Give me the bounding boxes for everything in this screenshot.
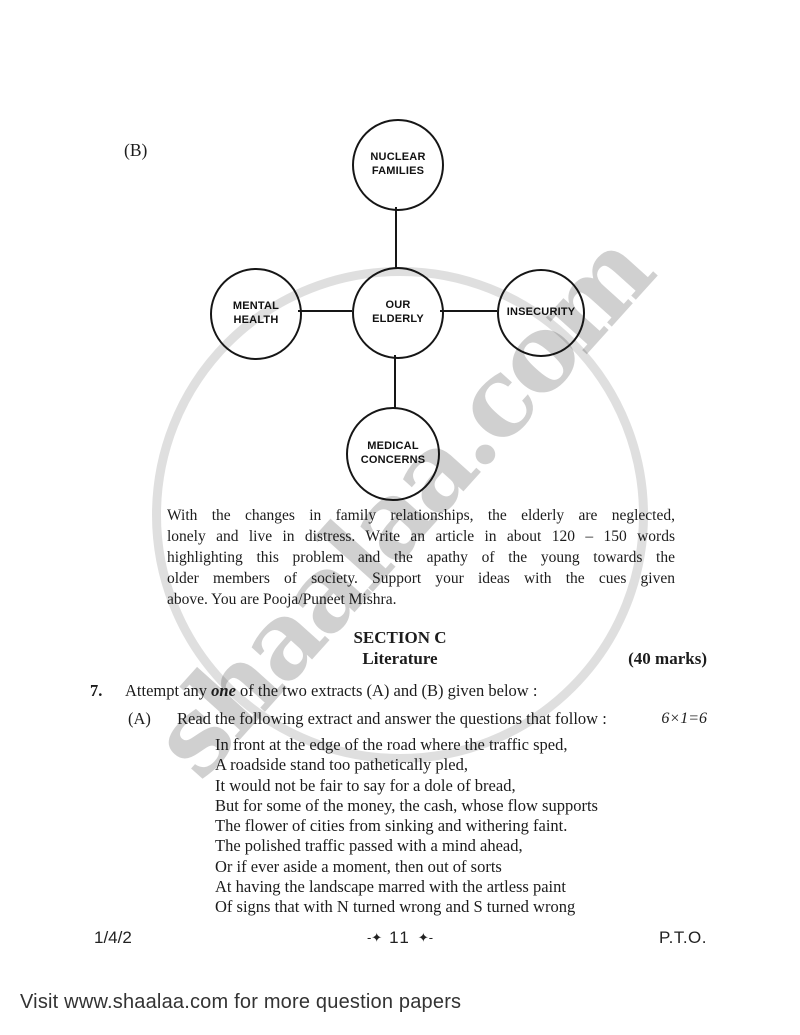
part-a-text: Read the following extract and answer th… (177, 709, 607, 728)
poem-line: The polished traffic passed with a mind … (215, 836, 523, 856)
diagram-node-insecurity: INSECURITY (497, 269, 585, 357)
section-title: SECTION C (353, 628, 447, 647)
node-label-line: CONCERNS (360, 454, 426, 466)
question-text: Attempt any one of the two extracts (A) … (125, 681, 537, 701)
poem-line: But for some of the money, the cash, who… (215, 795, 598, 815)
part-b-label: (B) (124, 140, 148, 160)
poem-line: At having the landscape marred with the … (215, 877, 566, 897)
poem-line: The flower of cities from sinking and wi… (215, 816, 568, 836)
question-text-emphasis: one (211, 681, 236, 700)
node-label-line: HEALTH (233, 314, 279, 326)
diagram-node-our-elderly: OUR ELDERLY (352, 267, 444, 359)
poem-extract: In front at the edge of the road where t… (215, 735, 598, 918)
poem-line: A roadside stand too pathetically pled, (215, 755, 468, 775)
node-label-line: OUR (385, 299, 411, 312)
diagram-node-nuclear-families: NUCLEAR FAMILIES (352, 119, 444, 211)
page-number-block: -✦ 11 ✦- (0, 928, 800, 948)
diagram-node-mental-health: MENTAL HEALTH (210, 268, 302, 360)
article-line: With the changes in family relationships… (167, 507, 675, 524)
section-subtitle: Literature (362, 649, 438, 668)
node-label-line: FAMILIES (371, 165, 425, 177)
site-bar-text: Visit www.shaalaa.com for more question … (20, 991, 462, 1013)
poem-line: It would not be fair to say for a dole o… (215, 775, 516, 795)
node-label-line: MENTAL (232, 300, 280, 313)
poem-line: Or if ever aside a moment, then out of s… (215, 856, 502, 876)
page-footer: 1/4/2 -✦ 11 ✦- P.T.O. (0, 928, 800, 948)
article-line: above. You are Pooja/Puneet Mishra. (167, 591, 397, 608)
question-text-suffix: of the two extracts (A) and (B) given be… (235, 681, 538, 700)
article-line: lonely and live in distress. Write an ar… (167, 528, 675, 545)
site-bar: Visit www.shaalaa.com for more question … (0, 975, 800, 1035)
page-ornament-left: -✦ (366, 930, 383, 945)
article-line: older members of society. Support your i… (167, 570, 675, 587)
edge-elderly-to-insecurity (440, 310, 497, 312)
node-label-line: NUCLEAR (370, 151, 426, 164)
section-marks: (40 marks) (628, 649, 707, 668)
edge-nuclear-to-elderly (395, 207, 397, 268)
edge-elderly-to-medical (394, 355, 396, 408)
page-number: 11 (389, 928, 411, 947)
pto-label: P.T.O. (658, 928, 707, 947)
part-a-marks: 6×1=6 (661, 710, 707, 727)
article-prompt: With the changes in family relationships… (167, 505, 675, 610)
node-label-line: INSECURITY (506, 306, 576, 319)
edge-mental-to-elderly (298, 310, 352, 312)
part-a-label: (A) (128, 709, 151, 728)
page-ornament-right: ✦- (417, 930, 434, 945)
diagram-node-medical-concerns: MEDICAL CONCERNS (346, 407, 440, 501)
question-text-prefix: Attempt any (125, 681, 212, 700)
paper-code: 1/4/2 (94, 928, 132, 947)
article-line: highlighting this problem and the apathy… (167, 549, 675, 566)
poem-line: Of signs that with N turned wrong and S … (215, 897, 576, 917)
question-number: 7. (90, 681, 103, 700)
poem-line: In front at the edge of the road where t… (215, 735, 568, 754)
node-label-line: MEDICAL (367, 440, 419, 453)
node-label-line: ELDERLY (372, 313, 424, 325)
